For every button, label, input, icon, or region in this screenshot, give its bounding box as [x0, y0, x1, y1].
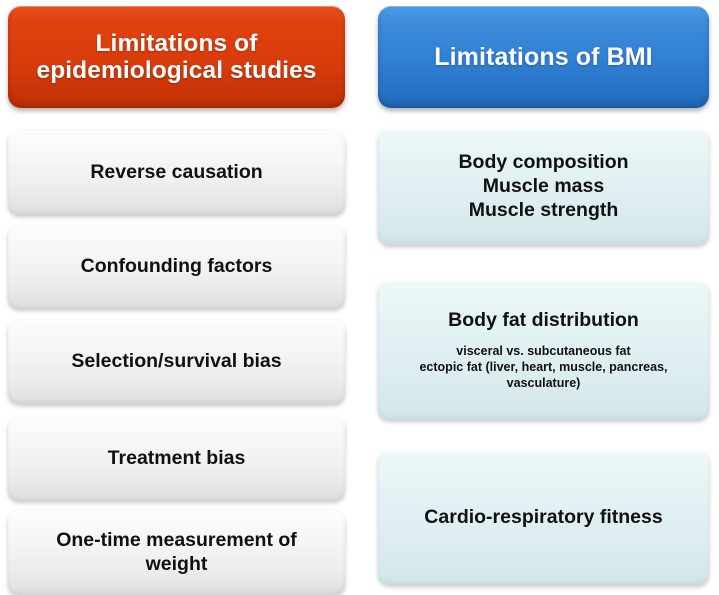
card-title-line: Selection/survival bias [71, 350, 282, 373]
header-line-1: Limitations of BMI [434, 43, 653, 71]
card-subtext-line: visceral vs. subcutaneous fat [456, 344, 631, 359]
card-title-line: Muscle mass [482, 175, 605, 198]
card-treatment-bias: Treatment bias [8, 417, 345, 501]
card-body-fat-distribution: Body fat distribution visceral vs. subcu… [378, 281, 709, 420]
header-line-2: epidemiological studies [36, 57, 317, 84]
header-limitations-of-bmi: Limitations of BMI [378, 6, 709, 108]
card-confounding-factors: Confounding factors [8, 225, 345, 309]
card-subtext: visceral vs. subcutaneous fat ectopic fa… [419, 344, 667, 391]
header-text-block: Limitations of BMI [434, 43, 652, 71]
card-title: Treatment bias [108, 447, 246, 471]
card-title-line: Body composition [458, 151, 629, 174]
card-body-composition: Body composition Muscle mass Muscle stre… [378, 129, 709, 245]
card-reverse-causation: Reverse causation [8, 131, 345, 215]
header-text-block: Limitations of epidemiological studies [36, 30, 316, 85]
card-cardio-respiratory-fitness: Cardio-respiratory fitness [378, 451, 709, 585]
card-title: Selection/survival bias [71, 350, 281, 374]
card-selection-survival-bias: Selection/survival bias [8, 320, 345, 404]
card-title-line: Reverse causation [90, 161, 263, 184]
card-one-time-measurement-of-weight: One-time measurement of weight [8, 511, 345, 595]
column-epidemiological-studies: Limitations of epidemiological studies R… [8, 6, 345, 595]
card-title: Body fat distribution [448, 309, 639, 333]
card-subtext-line: ectopic fat (liver, heart, muscle, pancr… [419, 360, 668, 375]
card-title-line: One-time measurement of [56, 529, 297, 552]
card-title-line: Confounding factors [80, 255, 273, 278]
card-title: One-time measurement of weight [56, 529, 297, 577]
card-title-line: Treatment bias [107, 447, 246, 470]
card-title-line: Cardio-respiratory fitness [424, 506, 663, 529]
card-title-line: Body fat distribution [448, 309, 639, 332]
card-title: Reverse causation [90, 161, 262, 185]
header-line-1: Limitations of [95, 29, 258, 57]
card-subtext-line: vasculature) [506, 375, 581, 390]
column-bmi: Limitations of BMI Body composition Musc… [362, 0, 719, 595]
header-epidemiological-studies: Limitations of epidemiological studies [8, 6, 345, 108]
card-title-line: weight [145, 553, 208, 575]
card-title: Body composition Muscle mass Muscle stre… [458, 151, 628, 222]
card-title: Confounding factors [81, 255, 273, 279]
card-title: Cardio-respiratory fitness [424, 506, 662, 530]
card-title-line: Muscle strength [468, 198, 619, 221]
